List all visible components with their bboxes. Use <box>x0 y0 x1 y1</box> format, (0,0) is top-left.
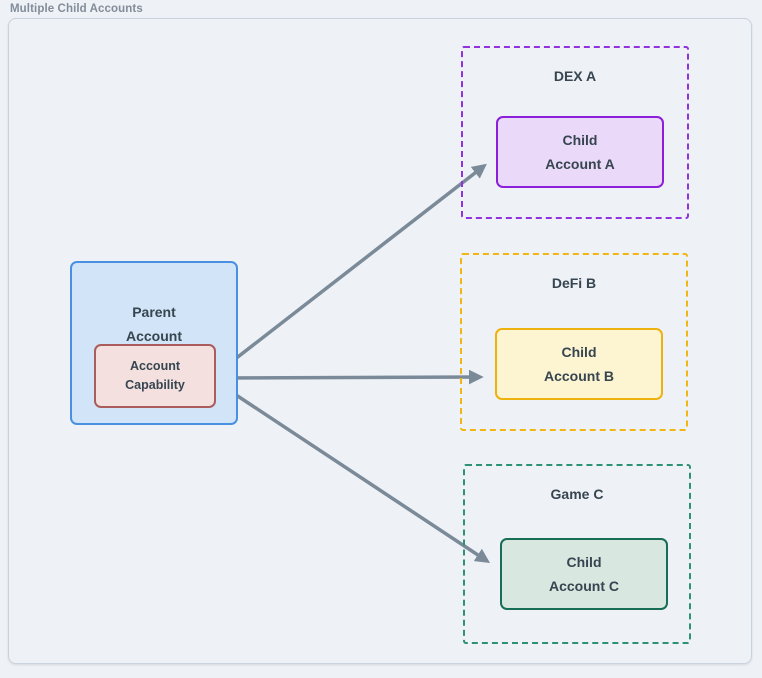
group-defi-b-label: DeFi B <box>551 275 597 291</box>
parent-account-label: Parent Account <box>126 304 182 345</box>
group-dex-a-label: DEX A <box>553 68 597 84</box>
account-capability-label: Account Capability <box>125 358 185 392</box>
child-account-a-node: Child Account A <box>496 116 664 188</box>
diagram-frame: Parent Account Account Capability DEX A … <box>8 18 752 664</box>
group-game-c-label: Game C <box>550 486 604 502</box>
group-defi-b: DeFi B Child Account B <box>460 253 688 431</box>
diagram-title: Multiple Child Accounts <box>10 3 143 15</box>
arrow-to-child-b <box>220 369 484 385</box>
arrow-to-child-a <box>219 163 487 372</box>
parent-account-node: Parent Account Account Capability <box>70 261 238 425</box>
arrow-to-child-c <box>220 383 491 564</box>
group-game-c: Game C Child Account C <box>463 464 691 644</box>
group-dex-a: DEX A Child Account A <box>461 46 689 219</box>
child-account-a-label: Child Account A <box>545 131 615 172</box>
child-account-b-node: Child Account B <box>495 328 663 400</box>
child-account-c-label: Child Account C <box>549 553 619 594</box>
child-account-c-node: Child Account C <box>500 538 668 610</box>
child-account-b-label: Child Account B <box>544 343 614 384</box>
account-capability-node: Account Capability <box>94 344 216 408</box>
